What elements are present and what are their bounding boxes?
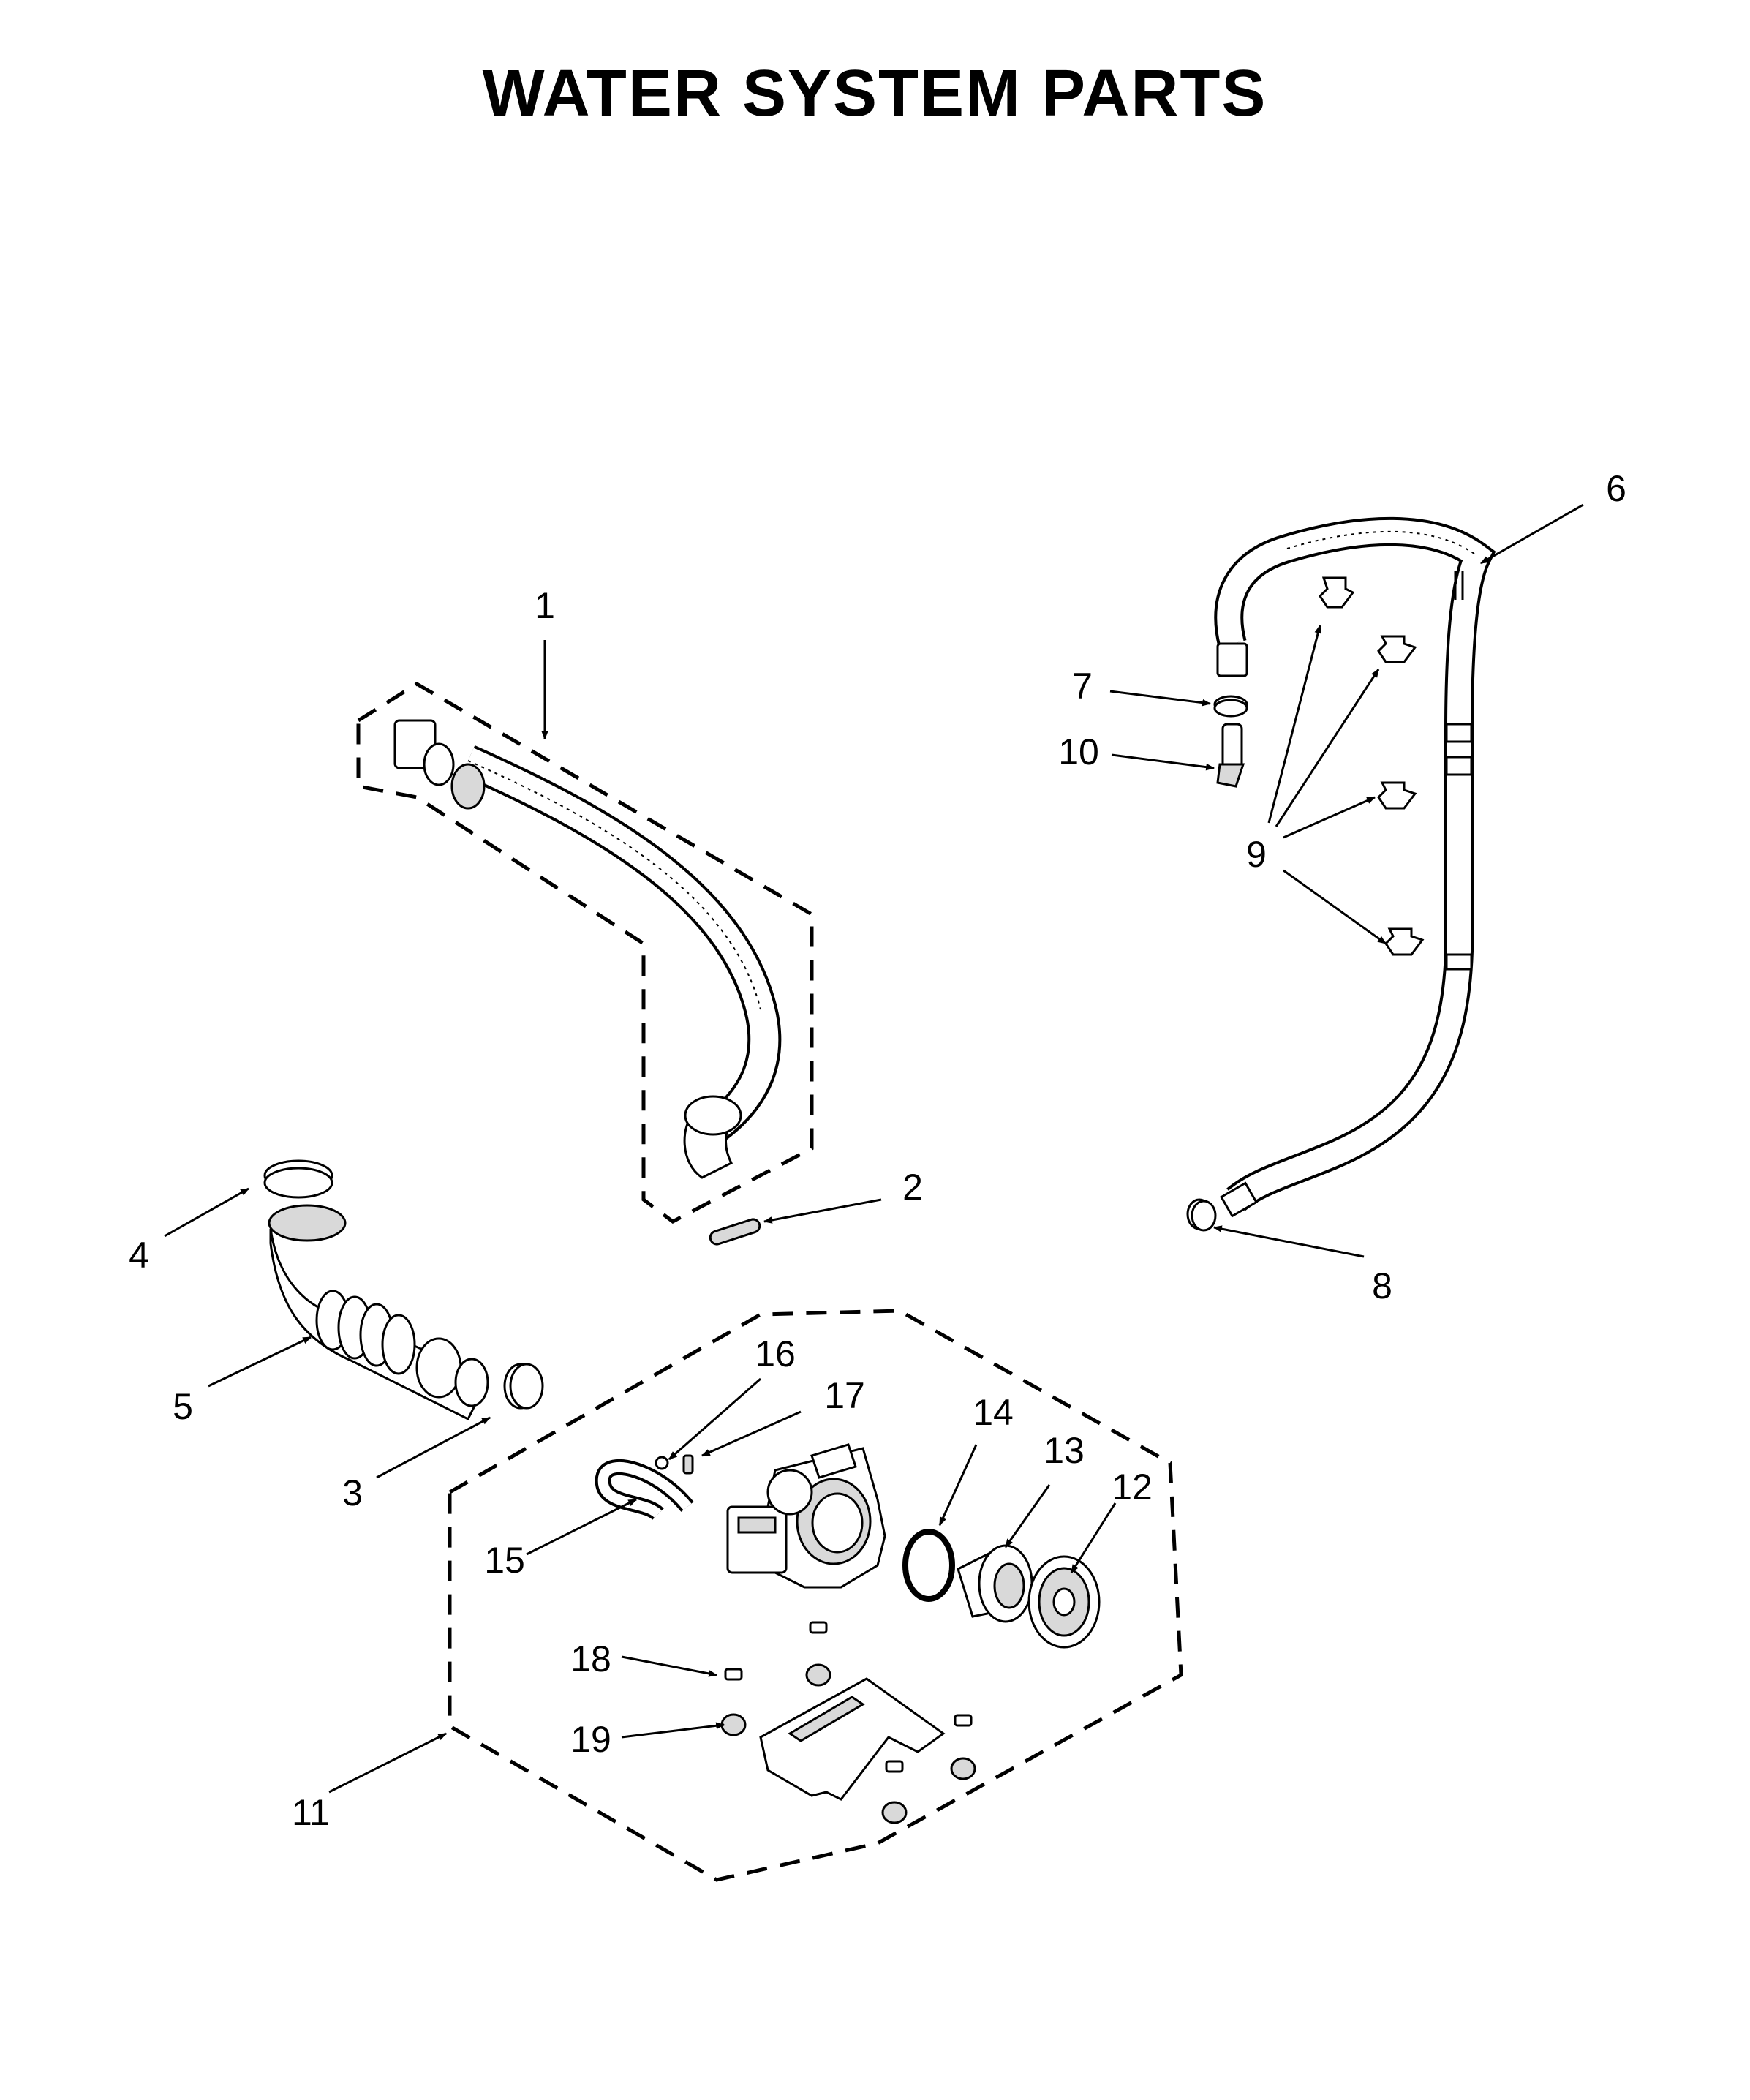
callout-14: 14	[973, 1392, 1014, 1433]
callout-1: 1	[535, 585, 555, 626]
callout-18: 18	[570, 1638, 611, 1679]
callout-13: 13	[1044, 1430, 1085, 1471]
leader-lines	[164, 503, 1584, 1794]
callout-19: 19	[570, 1719, 611, 1760]
callout-8: 8	[1372, 1265, 1392, 1306]
callout-3: 3	[342, 1472, 363, 1513]
hose-connector-part-10	[1216, 723, 1245, 788]
callout-11: 11	[292, 1792, 330, 1833]
callout-numbers: 1 2 3 4 5 6 7 8 9 10 11 12 13 14 15 16 1…	[129, 468, 1626, 1833]
callout-5: 5	[173, 1386, 193, 1427]
hose-pin-part	[709, 1218, 761, 1246]
callout-15: 15	[484, 1540, 525, 1581]
callout-4: 4	[129, 1235, 149, 1276]
drain-pump-assembly	[448, 1309, 1183, 1882]
hose-clips-part-9	[1319, 576, 1425, 956]
callout-12: 12	[1112, 1467, 1153, 1508]
callout-16: 16	[755, 1333, 796, 1374]
callout-10: 10	[1058, 731, 1099, 772]
callout-7: 7	[1072, 666, 1093, 707]
hose-clamp-part-7	[1213, 695, 1248, 718]
page-title: WATER SYSTEM PARTS	[483, 57, 1267, 130]
hose-clamp-part-8	[1186, 1198, 1217, 1232]
callout-2: 2	[902, 1167, 923, 1208]
drain-hose-assembly	[356, 682, 814, 1224]
tub-to-pump-hose	[263, 1159, 544, 1421]
callout-9: 9	[1246, 834, 1267, 875]
fill-hose-assembly	[1214, 516, 1496, 1218]
callout-6: 6	[1606, 468, 1626, 509]
callout-17: 17	[824, 1375, 865, 1416]
